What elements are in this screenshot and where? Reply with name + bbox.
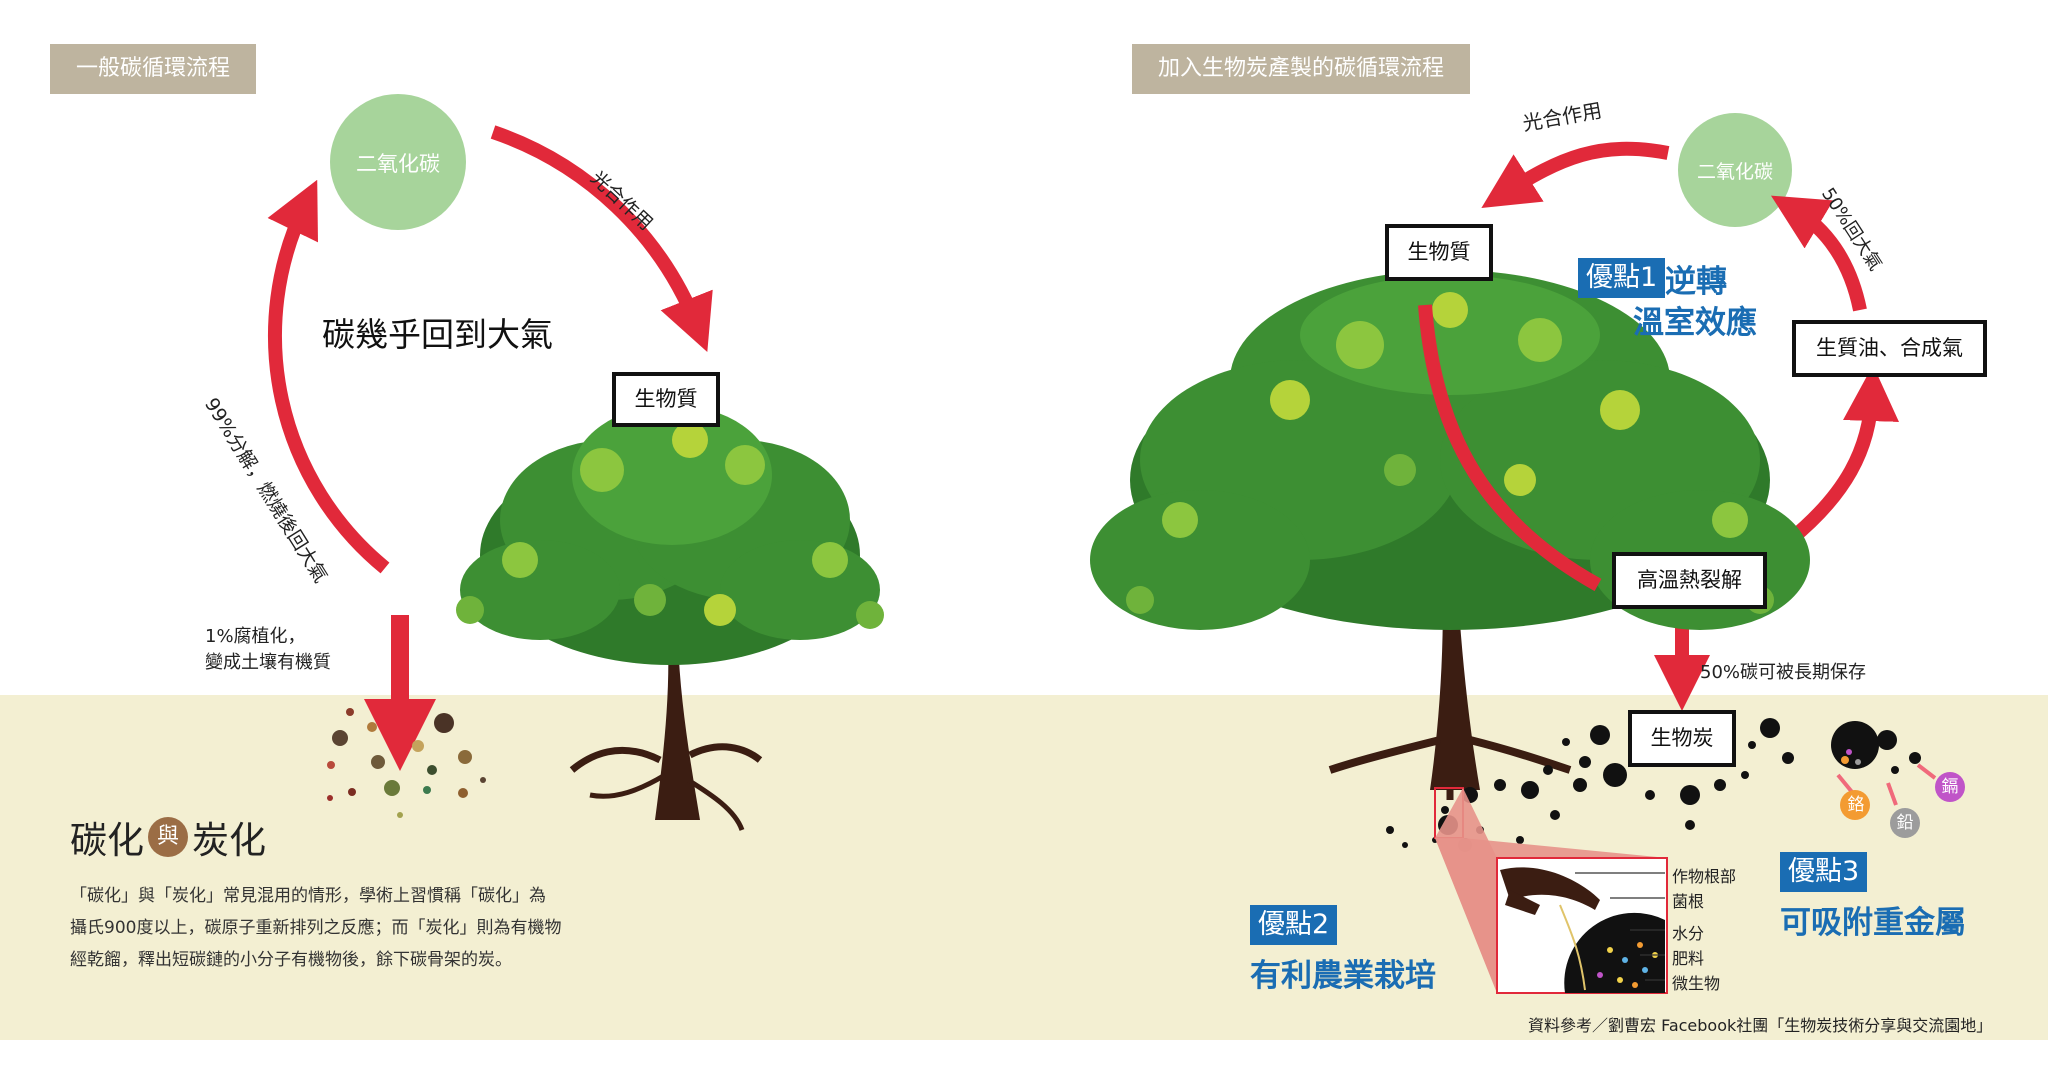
oil-gas-box: 生質油、合成氣	[1792, 320, 1987, 377]
right-header: 加入生物炭產製的碳循環流程	[1132, 44, 1471, 94]
advantage2-text: 有利農業栽培	[1250, 958, 1436, 994]
inset-root-lower	[1505, 890, 1540, 915]
left-decompose-arrow	[267, 179, 390, 574]
ground-band	[0, 695, 2048, 1040]
inset-leader-lines	[1575, 872, 1665, 981]
adsorbed-ions	[1841, 749, 1861, 765]
pyrolysis-box: 高溫熱裂解	[1612, 552, 1767, 609]
left-soil-particles	[327, 708, 486, 818]
right-biomass-arrow-front	[1418, 304, 1602, 592]
paragraph-line: 經乾餾，釋出短碳鏈的小分子有機物後，餘下碳骨架的炭。	[70, 950, 512, 970]
metal-link-cr	[1836, 773, 1854, 794]
left-tree	[456, 405, 884, 831]
advantage3-text: 可吸附重金屬	[1780, 905, 1966, 941]
left-title-part2: 炭化	[192, 819, 266, 862]
left-center-label: 碳幾乎回到大氣	[322, 315, 553, 354]
advantage1-line1: 逆轉	[1665, 264, 1727, 300]
right-co2-label: 二氧化碳	[1696, 161, 1773, 183]
right-biomass-box: 生物質	[1385, 224, 1493, 281]
left-co2-label: 二氧化碳	[356, 152, 440, 176]
inset-particle	[1564, 912, 1665, 993]
right-tree	[1090, 270, 1810, 800]
inset-label-microbes: 微生物	[1672, 974, 1721, 993]
metal-link-pb	[1886, 782, 1898, 806]
left-title: 碳化 與 炭化	[70, 810, 266, 864]
inset-label-water: 水分	[1672, 924, 1705, 943]
left-co2-circle	[330, 94, 466, 230]
inset-label-mycorrhiza: 菌根	[1672, 892, 1705, 911]
metal-cr-circle	[1840, 790, 1870, 820]
paragraph-line: 攝氏900度以上，碳原子重新排列之反應；而「炭化」則為有機物	[70, 918, 562, 938]
left-title-part1: 碳化	[70, 819, 144, 862]
advantage1-line2: 溫室效應	[1633, 305, 1757, 341]
inset-specks	[1597, 942, 1658, 988]
metal-pb-label: 鉛	[1896, 813, 1914, 833]
metal-cd-circle	[1935, 772, 1965, 802]
right-photosynthesis-arrow	[1481, 141, 1670, 209]
metal-pb-circle	[1890, 808, 1920, 838]
metal-cr-label: 鉻	[1847, 795, 1865, 815]
left-humus-line1: 1%腐植化，	[205, 626, 306, 647]
inset-label-fertilizer: 肥料	[1672, 949, 1705, 968]
advantage1-tag: 優點1	[1578, 258, 1666, 298]
left-title-mid: 與	[148, 817, 188, 857]
right-return-arrow	[1770, 195, 1867, 312]
right-pyrolysis-arrow	[1785, 365, 1899, 546]
left-photosynthesis-arrow	[490, 125, 713, 353]
inset-root	[1500, 867, 1600, 910]
advantage2-tag: 優點2	[1250, 905, 1338, 945]
paragraph-line: 「碳化」與「炭化」常見混用的情形，學術上習慣稱「碳化」為	[70, 886, 546, 906]
advantage3-tag: 優點3	[1780, 852, 1868, 892]
inset-zoom-wedge-top	[1435, 788, 1497, 993]
inset-hypha	[1559, 904, 1586, 991]
left-header: 一般碳循環流程	[50, 44, 257, 94]
inset-label-roots: 作物根部	[1672, 867, 1737, 886]
metal-cd-label: 鎘	[1941, 777, 1959, 797]
left-humus-line2: 變成土壤有機質	[205, 652, 331, 673]
right-co2-circle	[1678, 113, 1792, 227]
left-paragraph: 「碳化」與「炭化」常見混用的情形，學術上習慣稱「碳化」為 攝氏900度以上，碳原…	[70, 880, 630, 976]
left-biomass-box: 生物質	[612, 372, 720, 427]
biochar-box: 生物炭	[1628, 710, 1736, 767]
storage-label: 50%碳可被長期保存	[1700, 662, 1867, 683]
source-credit: 資料參考／劉曹宏 Facebook社團「生物炭技術分享與交流園地」	[1528, 1016, 1993, 1035]
metal-link-cd	[1916, 763, 1937, 780]
